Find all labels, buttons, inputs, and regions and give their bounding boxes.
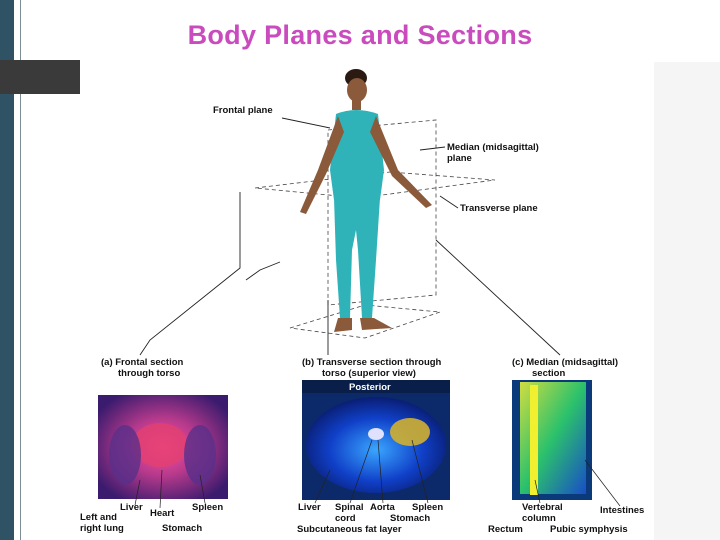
human-figure xyxy=(300,69,432,332)
section-c-heading-line1: (c) Median (midsagittal) xyxy=(512,357,618,368)
median-plane-label-line2: plane xyxy=(447,153,472,164)
section-a-heading-line2: through torso xyxy=(118,368,180,379)
label-a-heart: Heart xyxy=(150,508,175,519)
label-c-vertebral-line1: Vertebral xyxy=(522,502,563,513)
label-a-stomach: Stomach xyxy=(162,523,202,534)
label-b-spinal-line2: cord xyxy=(335,513,356,524)
label-a-lungs-line2: right lung xyxy=(80,523,124,534)
slide-divider-line xyxy=(20,0,21,540)
label-c-intestines: Intestines xyxy=(600,505,644,516)
label-c-pubic: Pubic symphysis xyxy=(550,524,628,535)
label-a-liver: Liver xyxy=(120,502,143,513)
scan-leader-lines xyxy=(134,439,621,509)
median-plane-label-line1: Median (midsagittal) xyxy=(447,142,539,153)
median-section-scan xyxy=(512,380,592,500)
transverse-section-scan xyxy=(302,380,450,500)
transverse-scan-header-bar xyxy=(302,380,450,393)
label-b-liver: Liver xyxy=(298,502,321,513)
section-b-heading-line1: (b) Transverse section through xyxy=(302,357,442,368)
frontal-plane-label: Frontal plane xyxy=(213,105,273,116)
section-c-heading-line2: section xyxy=(532,368,565,379)
label-a-lungs-line1: Left and xyxy=(80,512,117,523)
label-b-stomach: Stomach xyxy=(390,513,430,524)
label-b-spinal-line1: Spinal xyxy=(335,502,364,513)
leader-lines xyxy=(139,117,561,356)
transverse-plane-label: Transverse plane xyxy=(460,203,538,214)
section-b-heading-line2: torso (superior view) xyxy=(322,368,416,379)
slide-tab-block xyxy=(0,60,80,94)
slide-left-bar xyxy=(0,0,14,540)
label-b-spleen: Spleen xyxy=(412,502,443,513)
label-b-fat: Subcutaneous fat layer xyxy=(297,524,402,535)
slide-right-strip xyxy=(654,62,720,540)
label-c-rectum: Rectum xyxy=(488,524,523,535)
section-a-heading-line1: (a) Frontal section xyxy=(101,357,184,368)
slide-title: Body Planes and Sections xyxy=(187,20,533,50)
transverse-plane-outline xyxy=(254,171,496,199)
label-b-aorta: Aorta xyxy=(370,502,396,513)
label-a-spleen: Spleen xyxy=(192,502,223,513)
frontal-section-scan xyxy=(98,395,228,499)
posterior-label: Posterior xyxy=(349,382,391,393)
label-c-vertebral-line2: column xyxy=(522,513,556,524)
frontal-plane-outline xyxy=(327,119,437,306)
